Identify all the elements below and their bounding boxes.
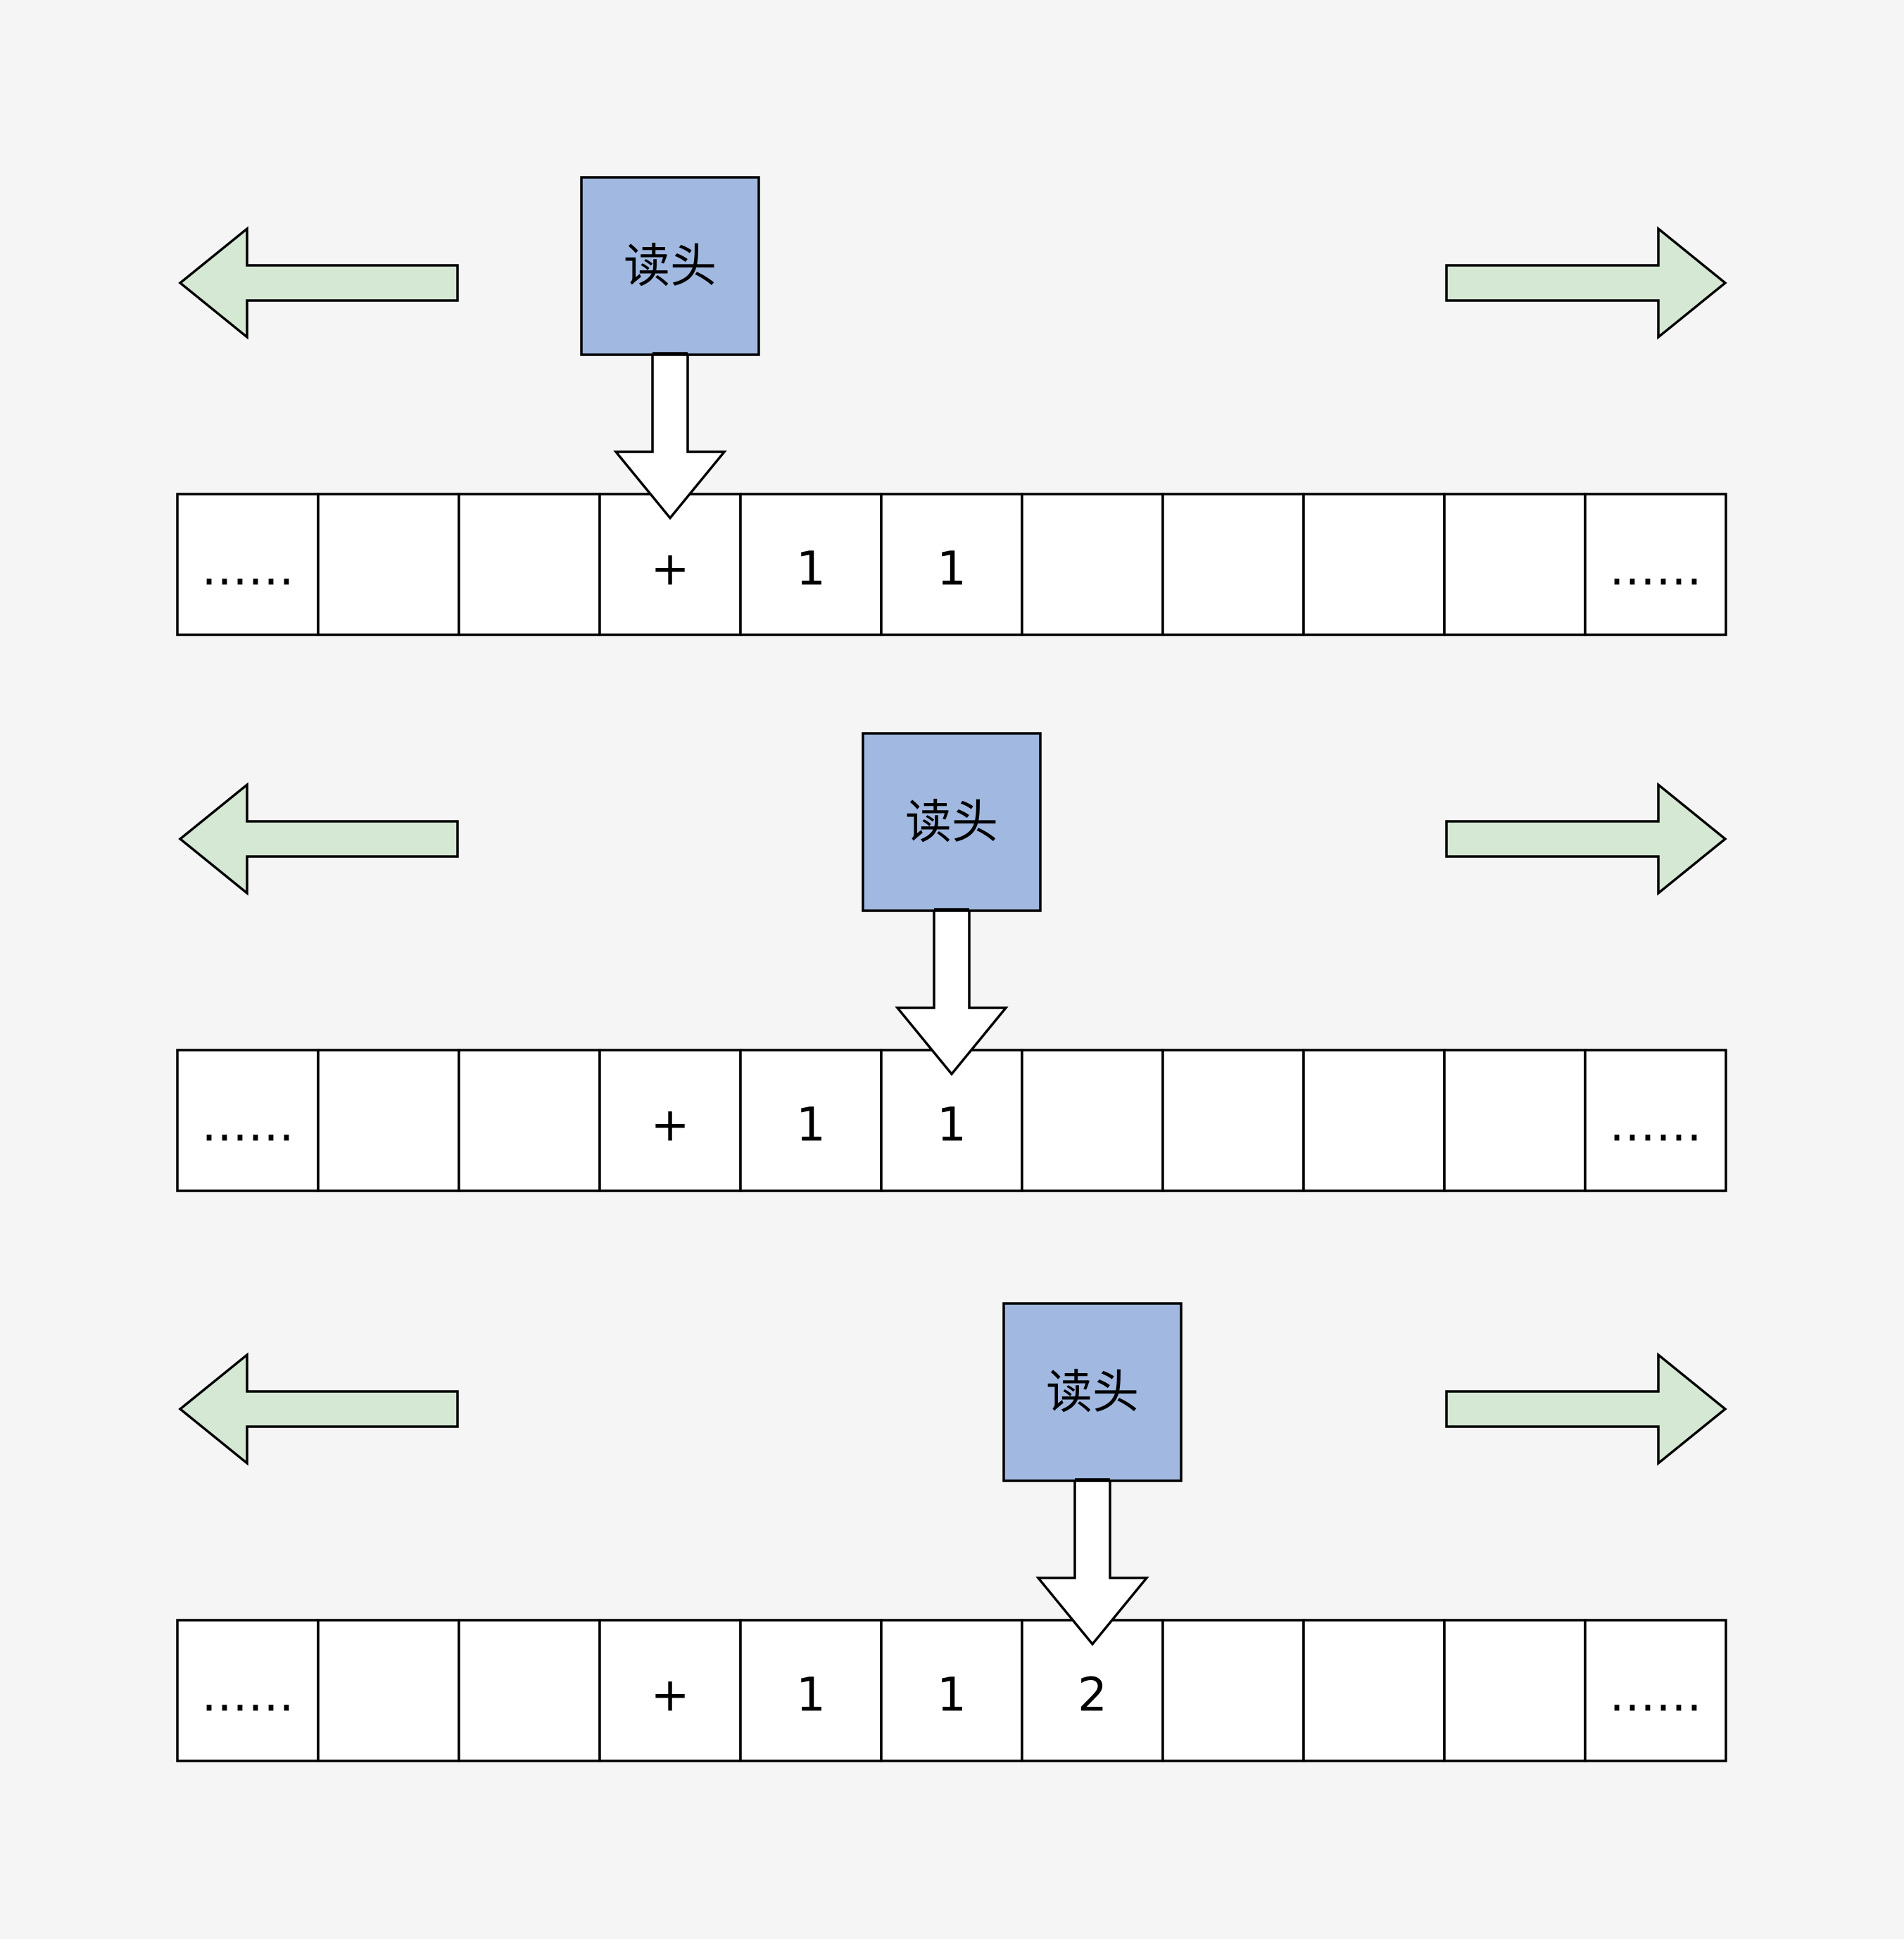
tape-cell — [1443, 493, 1587, 636]
tape-cell — [1161, 1049, 1305, 1192]
step-3: …… +1 1 2 …… 读头 — [176, 1302, 1727, 1762]
left-arrow-icon — [178, 226, 459, 340]
tape-cell-symbol: 1 — [937, 1668, 966, 1722]
tape-cell — [317, 1619, 460, 1762]
tape-cell-symbol: + — [650, 542, 689, 596]
tape-cell-symbol: …… — [201, 1668, 294, 1722]
tape-cell — [458, 1619, 601, 1762]
tape-cell-symbol: 2 — [1078, 1668, 1107, 1722]
tape: …… +1 1 …… — [176, 1049, 1727, 1192]
tape-cell-symbol: …… — [201, 542, 294, 596]
tape-cell — [1584, 493, 1727, 636]
tape-cell — [317, 1049, 460, 1192]
step-1: …… +1 1 …… 读头 — [176, 176, 1727, 636]
tape-cell-symbol: …… — [1609, 1098, 1702, 1152]
right-arrow-icon — [1445, 1352, 1727, 1466]
tape-cell-symbol: 1 — [796, 1098, 826, 1152]
down-arrow-icon — [613, 352, 727, 520]
read-head — [1002, 1302, 1183, 1482]
right-arrow-icon — [1445, 226, 1727, 340]
tape-cell — [739, 1049, 883, 1192]
read-head — [862, 732, 1042, 912]
tape-cell-symbol: 1 — [796, 542, 826, 596]
tape-cell — [317, 493, 460, 636]
down-arrow-icon — [895, 908, 1009, 1076]
tape-cell — [1021, 1049, 1164, 1192]
tape-cell — [1302, 1049, 1446, 1192]
tape-cell-symbol: …… — [201, 1098, 294, 1152]
tape-cell — [1161, 1619, 1305, 1762]
tape-cell — [176, 1619, 320, 1762]
read-head — [580, 176, 760, 356]
tape-cell — [458, 1049, 601, 1192]
tape-cell-symbol: + — [650, 1098, 689, 1152]
tape-cell — [1021, 493, 1164, 636]
left-arrow-icon — [178, 782, 459, 896]
tape-cell — [176, 493, 320, 636]
tape-cell-symbol: + — [650, 1668, 689, 1722]
tape-cell-symbol: 1 — [937, 542, 966, 596]
tape-cell — [1584, 1049, 1727, 1192]
tape-cell — [739, 493, 883, 636]
read-head-label: 读头 — [1046, 1365, 1139, 1420]
tape-cell — [1443, 1049, 1587, 1192]
down-arrow-icon — [1035, 1478, 1149, 1646]
tape: …… +1 1 2 …… — [176, 1619, 1727, 1762]
tape-cell — [458, 493, 601, 636]
tape-cell — [1302, 1619, 1446, 1762]
read-head-label: 读头 — [905, 795, 998, 850]
tape-cell — [1161, 493, 1305, 636]
step-2: …… +1 1 …… 读头 — [176, 732, 1727, 1192]
tape-cell-symbol: …… — [1609, 1668, 1702, 1722]
right-arrow-icon — [1445, 782, 1727, 896]
tape-cell — [1302, 493, 1446, 636]
tape-cell — [1443, 1619, 1587, 1762]
tape-cell-symbol: 1 — [937, 1098, 966, 1152]
read-head-label: 读头 — [624, 239, 717, 293]
tape-cell-symbol: …… — [1609, 542, 1702, 596]
tape: …… +1 1 …… — [176, 493, 1727, 636]
tape-cell-symbol: 1 — [796, 1668, 826, 1722]
tape-cell — [739, 1619, 883, 1762]
tape-cell — [1584, 1619, 1727, 1762]
tape-cell — [880, 1619, 1023, 1762]
tape-cell — [598, 1049, 742, 1192]
tape-cell — [598, 1619, 742, 1762]
left-arrow-icon — [178, 1352, 459, 1466]
